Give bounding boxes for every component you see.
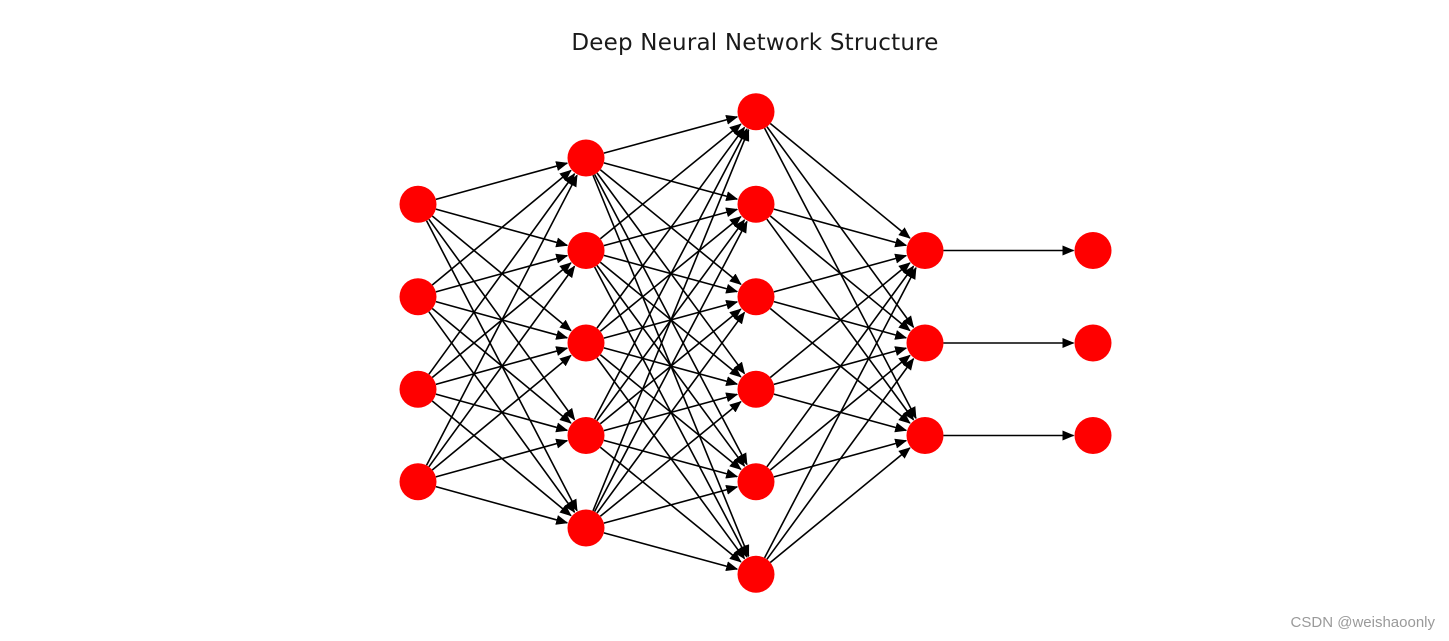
nodes-group bbox=[399, 93, 1112, 593]
neuron-layer2-node2 bbox=[737, 278, 775, 316]
neuron-layer2-node3 bbox=[737, 370, 775, 408]
edge-l1n4-l2n5 bbox=[603, 532, 739, 572]
edge-l2n4-l3n0 bbox=[766, 265, 915, 468]
edge-l1n4-l2n2 bbox=[596, 311, 746, 514]
edge-l2n2-l3n0 bbox=[773, 253, 908, 293]
neuron-layer4-node0 bbox=[1074, 232, 1112, 269]
neuron-layer2-node1 bbox=[737, 185, 775, 223]
edge-l0n3-l1n4 bbox=[435, 485, 569, 525]
edge-l0n3-l1n2 bbox=[431, 354, 572, 471]
edge-l1n1-l2n0 bbox=[599, 123, 742, 240]
edge-l0n0-l1n0 bbox=[435, 161, 569, 201]
edge-l1n0-l2n0 bbox=[603, 114, 739, 154]
edge-l0n3-l1n3 bbox=[435, 438, 569, 478]
neuron-layer1-node2 bbox=[567, 324, 605, 362]
edge-l1n4-l2n1 bbox=[593, 220, 748, 512]
neuron-layer0-node0 bbox=[399, 185, 437, 223]
edge-l1n3-l2n0 bbox=[593, 128, 748, 420]
edges-group bbox=[425, 114, 1075, 572]
diagram-title: Deep Neural Network Structure bbox=[571, 30, 939, 56]
neuron-layer0-node3 bbox=[399, 463, 437, 501]
edge-l0n2-l1n0 bbox=[428, 172, 576, 375]
neuron-layer1-node0 bbox=[567, 139, 605, 177]
neuron-layer2-node4 bbox=[737, 463, 775, 501]
neuron-layer0-node1 bbox=[399, 278, 437, 316]
neuron-layer2-node5 bbox=[737, 555, 775, 593]
edge-l0n3-l1n1 bbox=[428, 265, 576, 468]
edge-l2n5-l3n1 bbox=[766, 357, 915, 560]
neuron-layer1-node3 bbox=[567, 417, 605, 454]
neuron-layer1-node1 bbox=[567, 232, 605, 269]
edge-l0n3-l1n0 bbox=[425, 174, 578, 466]
edge-l2n5-l3n0 bbox=[763, 266, 917, 559]
neuron-layer3-node1 bbox=[906, 324, 944, 362]
neuron-layer3-node0 bbox=[906, 232, 944, 269]
edge-l0n1-l1n0 bbox=[431, 169, 572, 286]
neuron-layer3-node2 bbox=[906, 417, 944, 454]
edge-l1n4-l2n0 bbox=[592, 128, 750, 512]
neuron-layer4-node1 bbox=[1074, 324, 1112, 362]
edge-l2n1-l3n0 bbox=[773, 208, 908, 248]
edge-l2n3-l3n0 bbox=[769, 262, 911, 379]
neuron-layer4-node2 bbox=[1074, 417, 1112, 454]
watermark: CSDN @weishaoonly bbox=[1290, 614, 1435, 631]
neuron-layer0-node2 bbox=[399, 370, 437, 408]
edge-l1n2-l2n0 bbox=[596, 126, 746, 329]
edge-l1n4-l2n3 bbox=[599, 400, 742, 517]
neuron-layer2-node0 bbox=[737, 93, 775, 131]
neuron-layer1-node4 bbox=[567, 509, 605, 547]
edge-l2n5-l3n2 bbox=[769, 447, 911, 564]
edge-l2n0-l3n0 bbox=[769, 122, 911, 239]
edge-l1n4-l2n4 bbox=[603, 484, 739, 524]
